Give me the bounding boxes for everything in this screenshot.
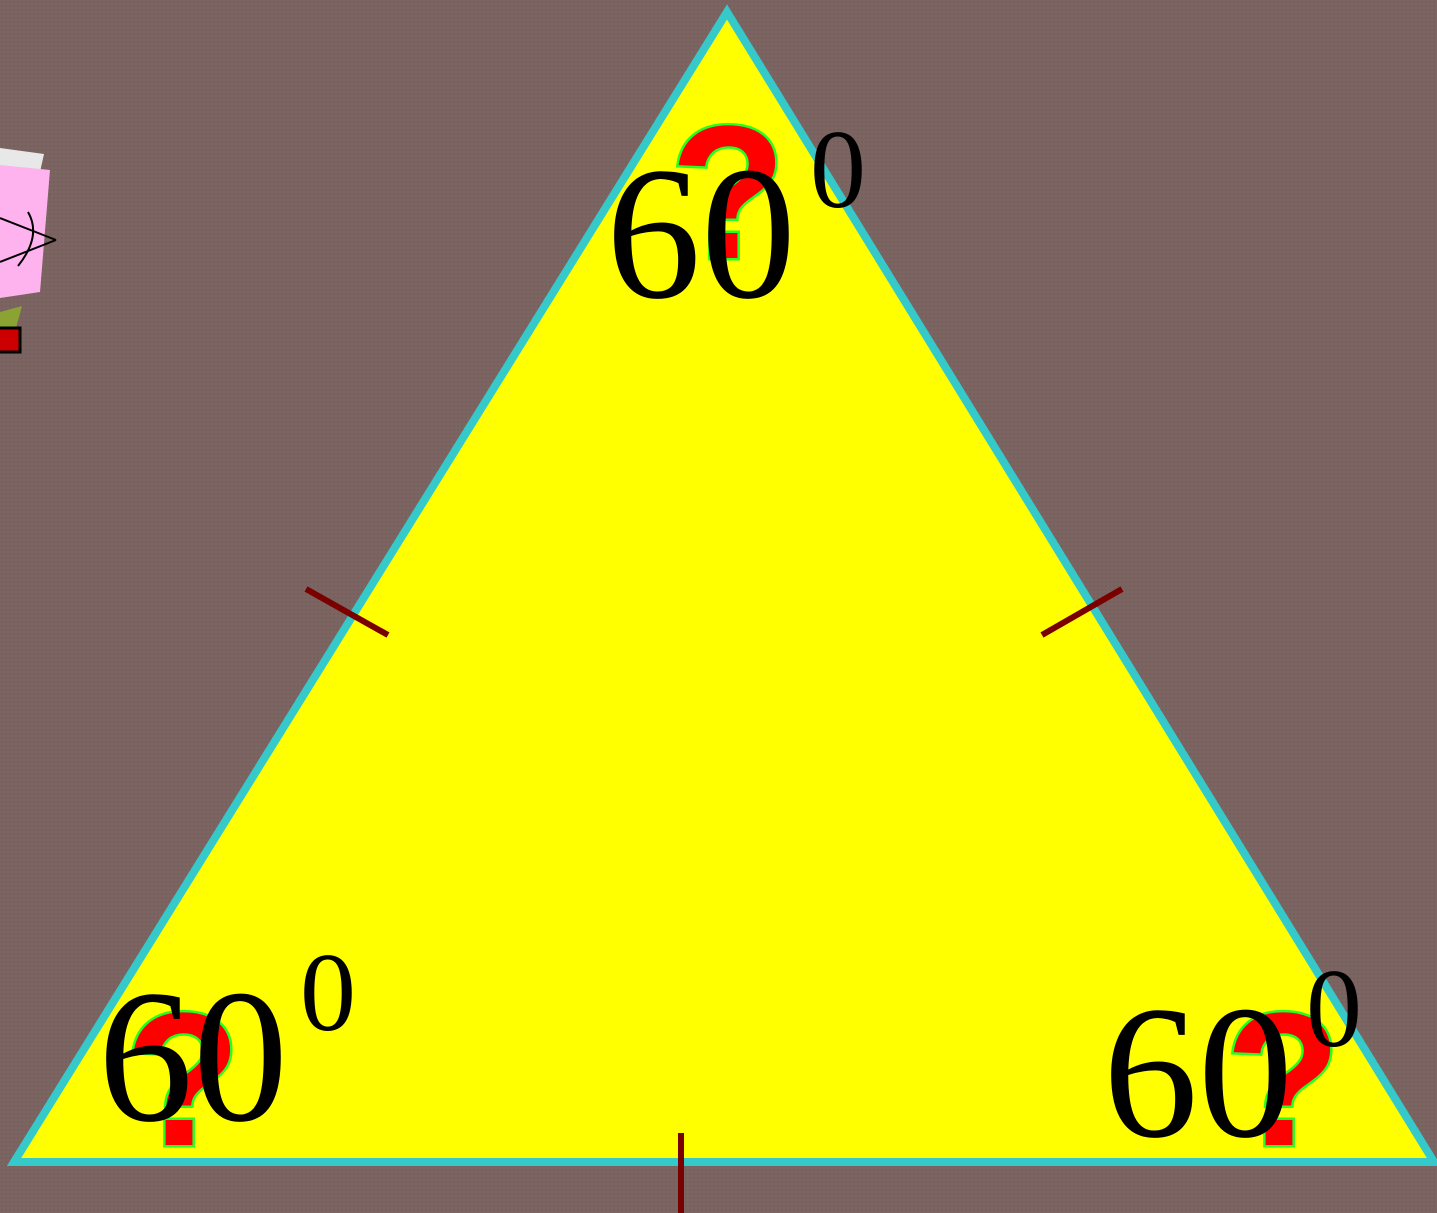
degree-symbol-top: 0 [810,108,866,232]
angle-label-top: 60 [606,129,796,339]
degree-symbol-bottom-left: 0 [300,931,356,1055]
angle-label-bottom-left: 60 [98,952,288,1162]
equilateral-triangle [6,4,1437,1166]
degree-symbol-bottom-right: 0 [1306,947,1362,1071]
right-side-tick-mark [1040,586,1124,638]
question-mark-bottom-left[interactable]: ? [122,972,243,1189]
angle-label-bottom-right: 60 [1103,968,1293,1178]
question-mark-bottom-right[interactable]: ? [1222,972,1343,1189]
left-side-tick-mark [304,586,390,638]
question-mark-top[interactable]: ? [667,85,788,302]
angle-card-icon[interactable] [0,148,57,354]
